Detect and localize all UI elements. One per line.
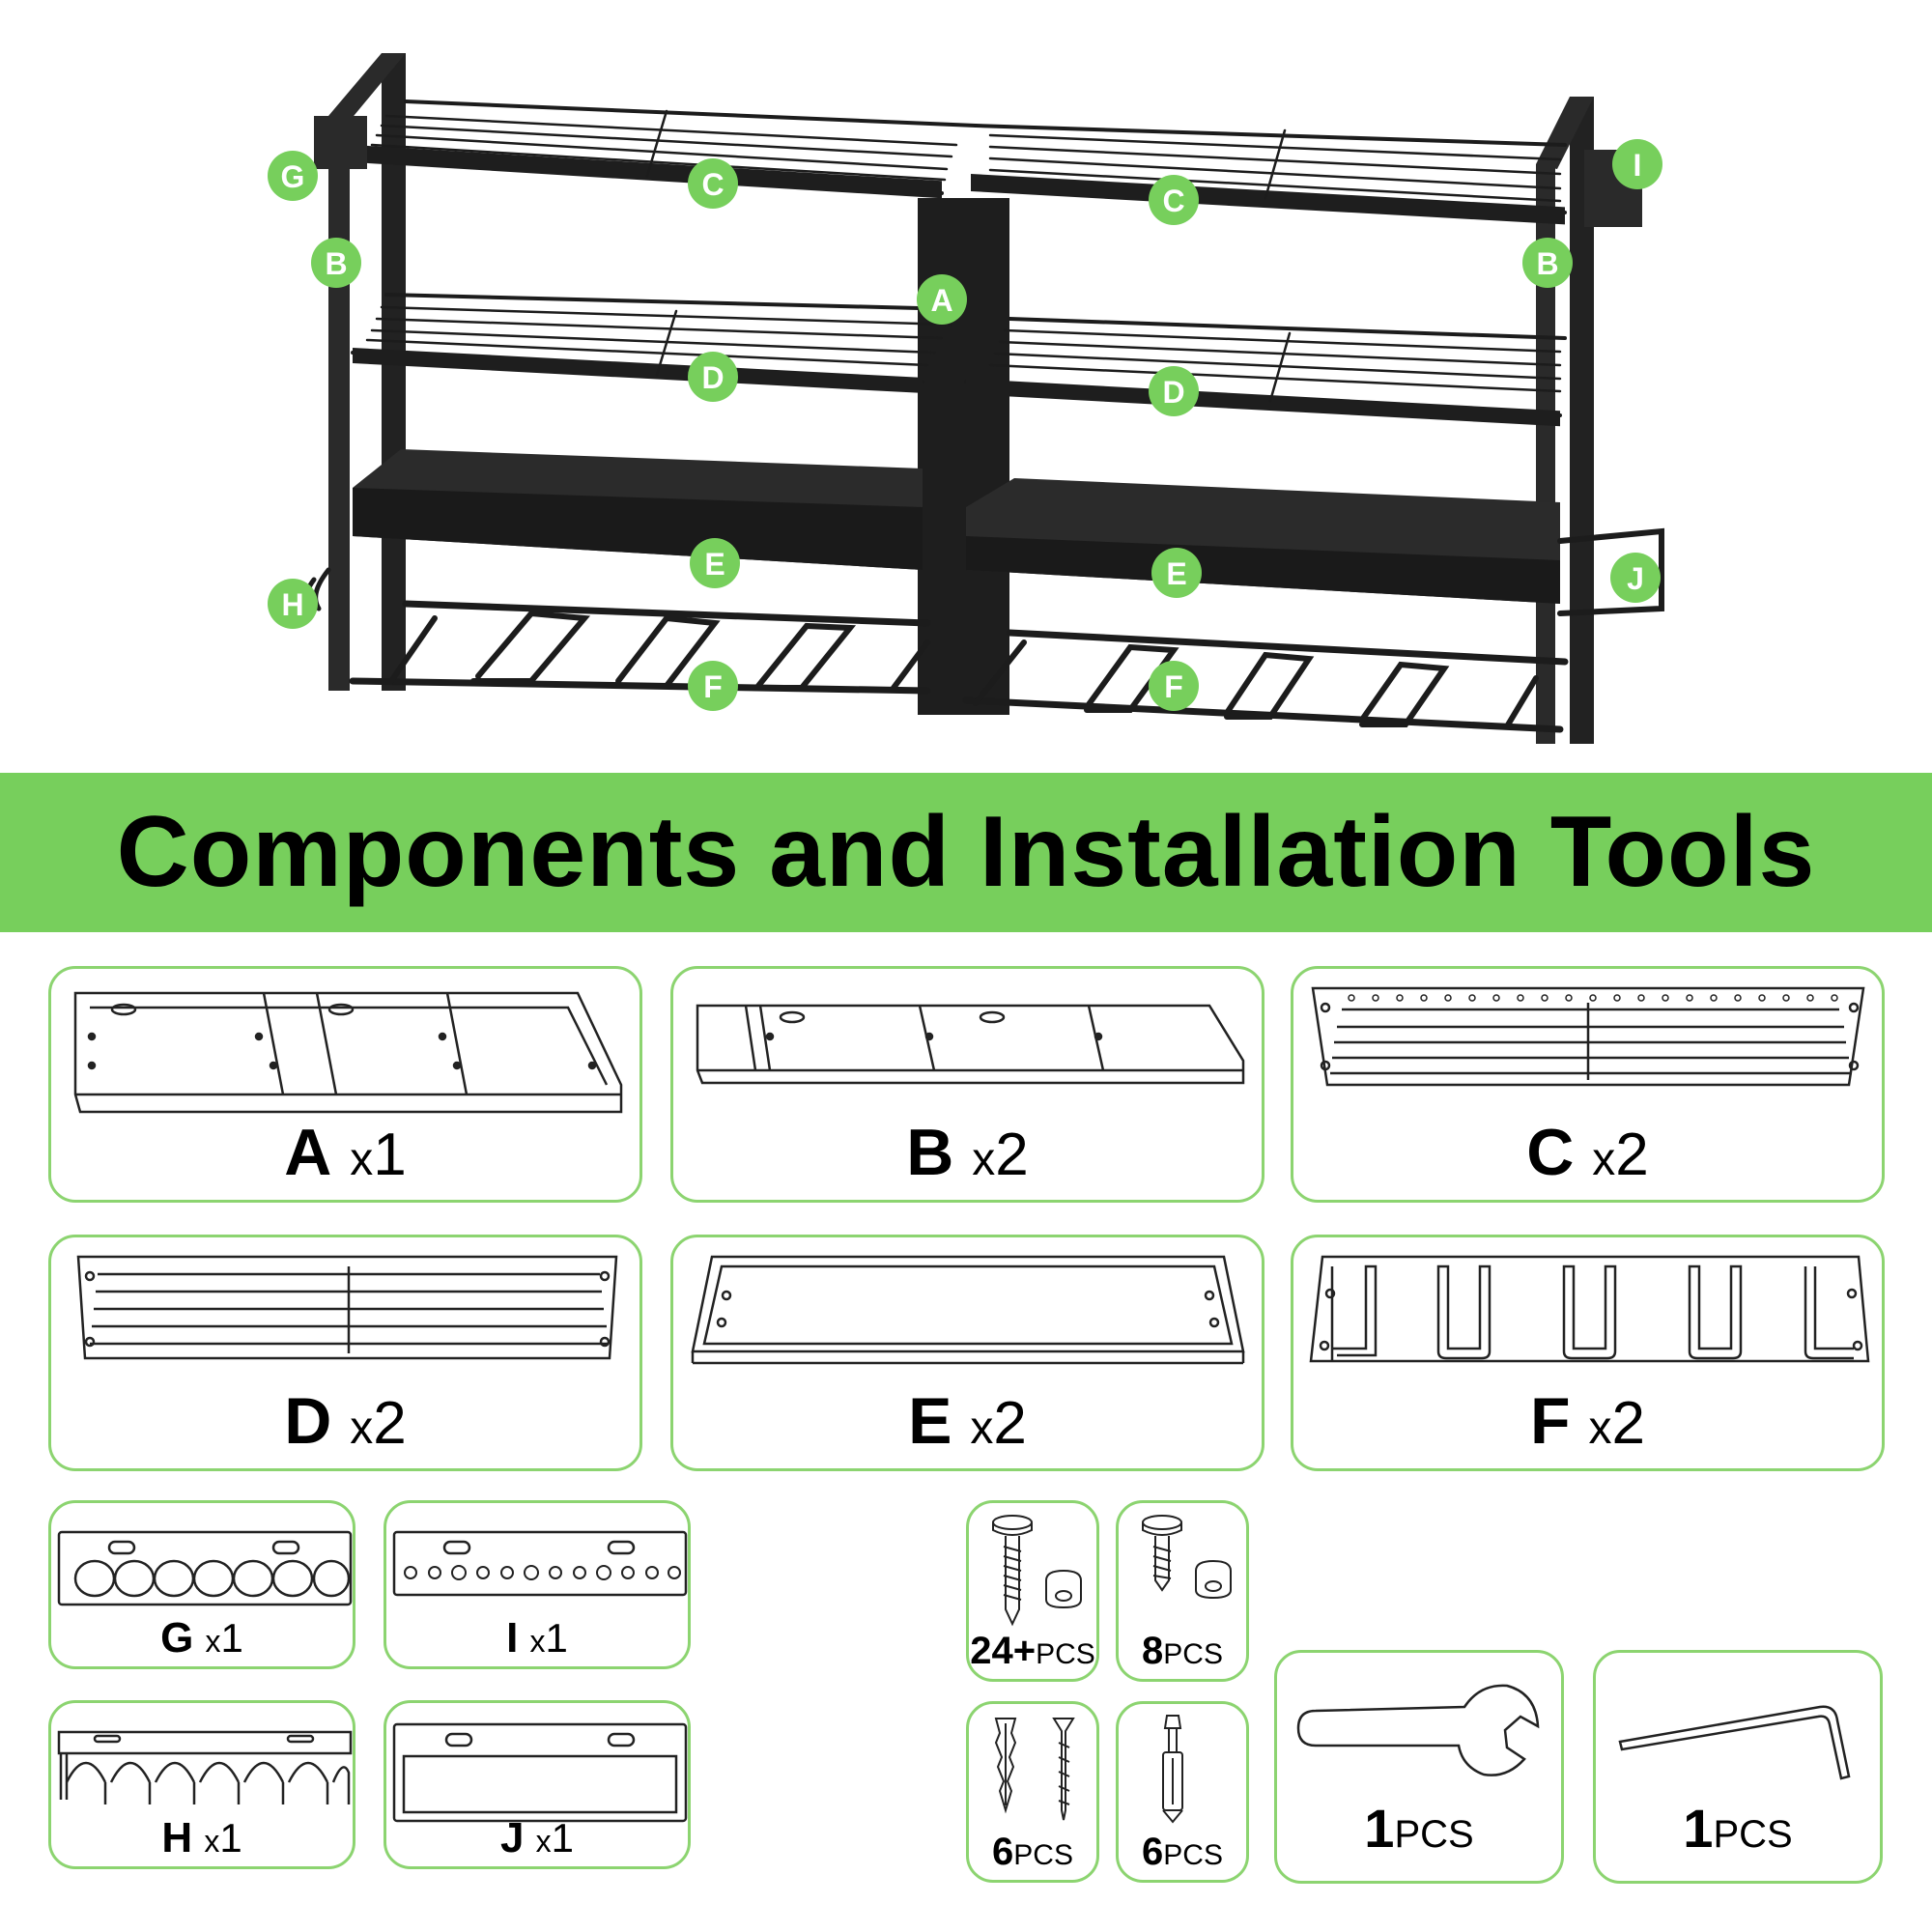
svg-text:C: C — [1162, 184, 1184, 218]
hardware-card-screws-24: 24+PCS — [966, 1500, 1099, 1682]
callout-a: A — [917, 274, 967, 325]
tool-card-hex-key: 1PCS — [1593, 1650, 1883, 1884]
rail-f-drawing — [1309, 1255, 1870, 1363]
part-card-j: J x1 — [384, 1700, 691, 1869]
holder-i-drawing — [392, 1530, 688, 1597]
svg-text:B: B — [325, 246, 347, 281]
part-card-f: F x2 — [1291, 1235, 1885, 1471]
svg-text:G: G — [281, 159, 305, 194]
tool-quantity: 1PCS — [1364, 1798, 1474, 1859]
hook-h-drawing — [57, 1730, 353, 1804]
tool-quantity: 1PCS — [1683, 1798, 1793, 1859]
product-rack-illustration: G C C I B A B D D E E H J F F — [268, 53, 1664, 744]
expansion-bolt-icon — [1162, 1715, 1183, 1824]
part-i-quantity: I x1 — [506, 1614, 568, 1662]
callout-f-right: F — [1149, 661, 1199, 711]
hardware-card-bolts: 6PCS — [1116, 1701, 1249, 1883]
callout-g: G — [268, 151, 318, 201]
holder-i-holes — [404, 1565, 681, 1580]
part-e-quantity: E x2 — [908, 1384, 1027, 1458]
shelf-c-holes — [1348, 994, 1838, 1002]
callout-b-left: B — [311, 238, 361, 288]
part-card-d: D x2 — [48, 1235, 642, 1471]
part-j-quantity: J x1 — [499, 1814, 575, 1861]
section-banner: Components and Installation Tools — [0, 773, 1932, 932]
part-card-b: B x2 — [670, 966, 1264, 1203]
part-card-i: I x1 — [384, 1500, 691, 1669]
part-card-g: G x1 — [48, 1500, 355, 1669]
callout-h: H — [268, 579, 318, 629]
tool-card-wrench: 1PCS — [1274, 1650, 1564, 1884]
svg-text:E: E — [704, 547, 724, 582]
hardware-card-anchors: 6PCS — [966, 1701, 1099, 1883]
callout-f-left: F — [688, 661, 738, 711]
part-d-quantity: D x2 — [284, 1384, 407, 1458]
holder-g-drawing — [57, 1530, 353, 1606]
screw-nut-icon — [1142, 1515, 1232, 1600]
shelf-d-drawing — [76, 1255, 618, 1360]
part-card-e: E x2 — [670, 1235, 1264, 1471]
svg-text:E: E — [1166, 556, 1186, 591]
anchor-screw-icon — [994, 1718, 1075, 1821]
svg-text:B: B — [1536, 246, 1558, 281]
callout-d-left: D — [688, 352, 738, 402]
svg-text:A: A — [930, 283, 952, 318]
hardware-card-screws-8: 8PCS — [1116, 1500, 1249, 1682]
rack-j-drawing — [392, 1722, 688, 1823]
callout-b-right: B — [1522, 238, 1573, 288]
part-b-quantity: B x2 — [906, 1116, 1029, 1189]
part-c-quantity: C x2 — [1526, 1116, 1649, 1189]
hardware-quantity: 6PCS — [1142, 1831, 1223, 1873]
part-a-quantity: A x1 — [284, 1116, 407, 1189]
callout-c-right: C — [1149, 175, 1199, 225]
part-card-c: C x2 — [1291, 966, 1885, 1203]
post-a-drawing — [73, 991, 623, 1114]
hardware-quantity: 6PCS — [992, 1831, 1073, 1873]
wrench-icon — [1296, 1684, 1540, 1776]
part-card-h: H x1 — [48, 1700, 355, 1869]
hex-key-icon — [1618, 1705, 1851, 1780]
callout-i: I — [1612, 139, 1662, 189]
hardware-quantity: 8PCS — [1142, 1630, 1223, 1672]
part-f-quantity: F x2 — [1530, 1384, 1645, 1458]
svg-text:D: D — [701, 360, 724, 395]
part-g-quantity: G x1 — [160, 1614, 243, 1662]
svg-text:C: C — [701, 167, 724, 202]
hardware-quantity: 24+PCS — [970, 1630, 1095, 1672]
screw-nut-icon — [992, 1515, 1082, 1627]
shelf-c-drawing — [1311, 986, 1865, 1087]
part-card-a: A x1 — [48, 966, 642, 1203]
callout-j: J — [1610, 553, 1661, 603]
callout-e-left: E — [690, 538, 740, 588]
callout-e-right: E — [1151, 548, 1202, 598]
tray-e-drawing — [691, 1255, 1245, 1365]
svg-text:F: F — [1164, 669, 1183, 704]
callout-d-right: D — [1149, 366, 1199, 416]
post-b-drawing — [696, 1004, 1245, 1085]
page-title: Components and Installation Tools — [116, 796, 1816, 908]
part-h-quantity: H x1 — [161, 1814, 242, 1861]
callout-c-left: C — [688, 158, 738, 209]
svg-text:J: J — [1627, 561, 1644, 596]
svg-text:D: D — [1162, 375, 1184, 410]
svg-text:F: F — [703, 669, 723, 704]
svg-text:H: H — [281, 587, 303, 622]
svg-text:I: I — [1634, 148, 1642, 183]
